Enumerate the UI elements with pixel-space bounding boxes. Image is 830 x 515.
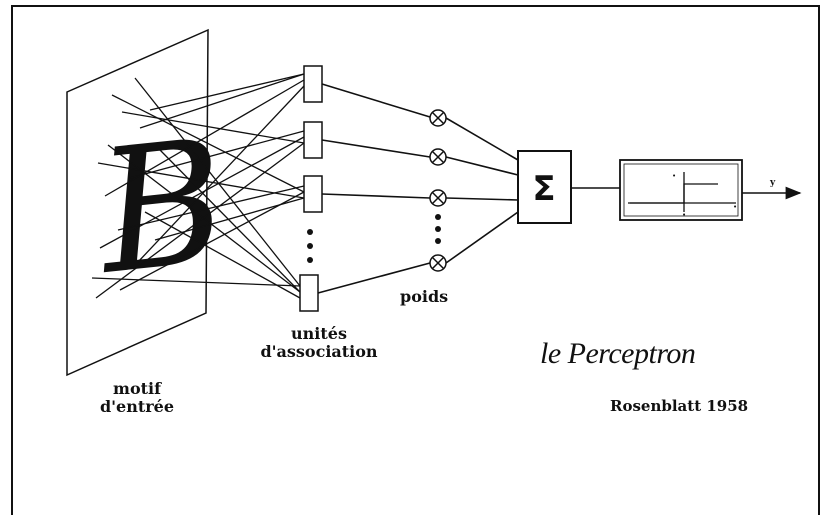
input-pattern-label: motif d'entrée [82, 379, 192, 417]
retina-connection-line [139, 73, 305, 129]
retina-connection-line [104, 79, 305, 197]
retina-connection-line [97, 162, 305, 199]
weight-multiplier-icon [429, 254, 447, 272]
diagram-frame [11, 5, 820, 515]
activation-block: • • • [619, 159, 743, 221]
ellipsis-dot [307, 257, 313, 263]
weights [429, 109, 447, 272]
input-pattern-label-line1: motif [113, 379, 161, 398]
weight-multiplier-icon [429, 148, 447, 166]
retina-connection-line [149, 73, 305, 111]
step-axis-mark: • [733, 203, 737, 211]
association-unit-n [299, 274, 319, 312]
retina-connection-line [117, 185, 305, 231]
sum-block [517, 150, 572, 224]
input-pattern-label-line2: d'entrée [99, 397, 175, 417]
author-credit: Rosenblatt 1958 [610, 397, 749, 415]
association-unit-2 [303, 121, 323, 159]
retina-connection-line [137, 85, 305, 263]
weight-multiplier-icon [429, 189, 447, 207]
step-function-icon [628, 172, 736, 212]
weights-label: poids [400, 287, 449, 306]
ellipsis-dot [307, 229, 313, 235]
step-axis-mark: • [682, 211, 686, 219]
sum-symbol: Σ [532, 169, 555, 209]
retina-connection-line [121, 111, 305, 144]
association-unit-1 [303, 65, 323, 103]
sum-connections [445, 117, 519, 264]
output-label: y [770, 178, 776, 188]
retina-connection-line [134, 77, 301, 287]
ellipsis-dot [435, 238, 441, 244]
step-axis-mark: • [672, 172, 676, 180]
ellipsis-dot [435, 214, 441, 220]
retina-connection-line [129, 130, 305, 179]
retina-connection-line [95, 142, 305, 299]
retina-connection-line [154, 197, 305, 241]
association-units-label-line2: d'association [260, 342, 378, 362]
retina-connection-line [119, 191, 305, 291]
retina-connection-line [91, 277, 301, 287]
weight-multiplier-icon [429, 109, 447, 127]
ellipsis-dot [435, 226, 441, 232]
association-unit-3 [303, 175, 323, 213]
input-plane [66, 28, 209, 377]
retina-connection-line [159, 149, 301, 293]
retina-connection-line [111, 94, 305, 193]
weight-connections [317, 83, 431, 294]
diagram-title: le Perceptron [540, 337, 696, 370]
retina-connections [91, 73, 305, 299]
ellipsis-dot [307, 243, 313, 249]
association-units [299, 65, 323, 312]
association-units-label: unités d'association [244, 324, 394, 362]
association-units-label-line1: unités [291, 324, 347, 343]
